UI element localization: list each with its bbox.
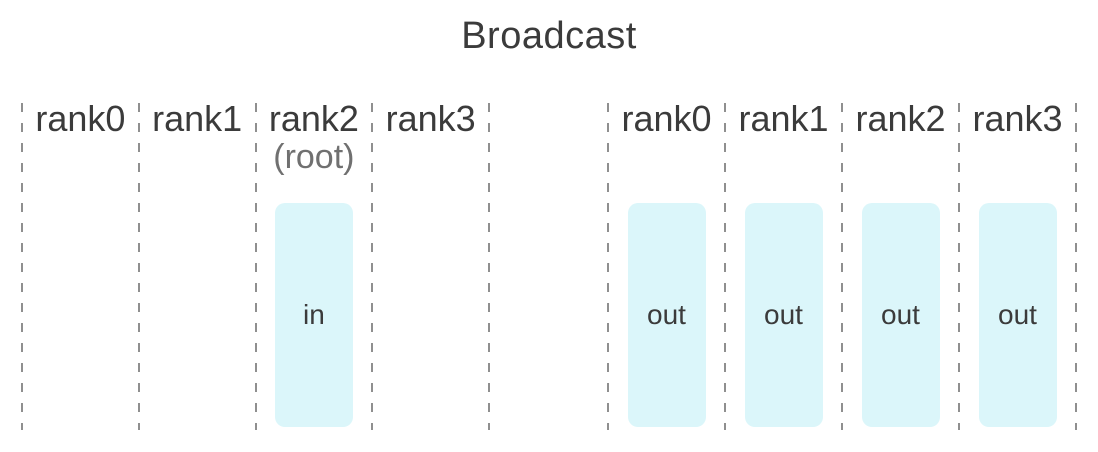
rank-column: rank1 bbox=[140, 99, 255, 430]
rank-label: rank2 bbox=[855, 98, 946, 139]
column-separator-line bbox=[958, 103, 960, 430]
buffer-label: in bbox=[302, 299, 325, 330]
input-panel: rank0 rank1 rank2 (root) in rank3 bbox=[21, 99, 490, 430]
buffer-box: out bbox=[627, 203, 706, 427]
rank-column: rank2 out bbox=[843, 99, 958, 430]
column-separator-line bbox=[607, 103, 609, 430]
rank-column: rank0 bbox=[23, 99, 138, 430]
buffer-box: out bbox=[861, 203, 940, 427]
rank-column: rank2 (root) in bbox=[257, 99, 372, 430]
column-separator-line bbox=[371, 103, 374, 430]
rank-column: rank3 out bbox=[960, 99, 1075, 430]
rank-label: rank3 bbox=[385, 98, 476, 139]
rank-column: rank1 out bbox=[726, 99, 841, 430]
rank-column: rank0 out bbox=[609, 99, 724, 430]
buffer-box: out bbox=[978, 203, 1057, 427]
column-separator-line bbox=[488, 103, 490, 430]
column-separator-line bbox=[724, 103, 726, 430]
buffer-label: out bbox=[998, 299, 1037, 330]
buffer-box: in bbox=[274, 203, 353, 427]
column-separator-line bbox=[21, 103, 23, 430]
diagram-title: Broadcast bbox=[461, 15, 637, 57]
buffer-label: out bbox=[881, 299, 920, 330]
rank-label: rank1 bbox=[152, 98, 243, 139]
rank-label: rank1 bbox=[738, 98, 829, 139]
buffer-label: out bbox=[647, 299, 686, 330]
buffer-label: out bbox=[764, 299, 803, 330]
rank-column: rank3 bbox=[373, 99, 488, 430]
root-sublabel: (root) bbox=[273, 138, 355, 176]
output-panel: rank0 out rank1 out rank2 out rank3 out bbox=[607, 99, 1077, 430]
buffer-box: out bbox=[744, 203, 823, 427]
column-separator-line bbox=[137, 103, 140, 430]
rank-label: rank0 bbox=[621, 98, 712, 139]
column-separator-line bbox=[1075, 103, 1077, 430]
rank-label: rank0 bbox=[35, 98, 126, 139]
rank-label: rank3 bbox=[972, 98, 1063, 139]
column-separator-line bbox=[841, 103, 843, 430]
rank-label: rank2 bbox=[268, 98, 359, 139]
column-separator-line bbox=[254, 103, 257, 430]
